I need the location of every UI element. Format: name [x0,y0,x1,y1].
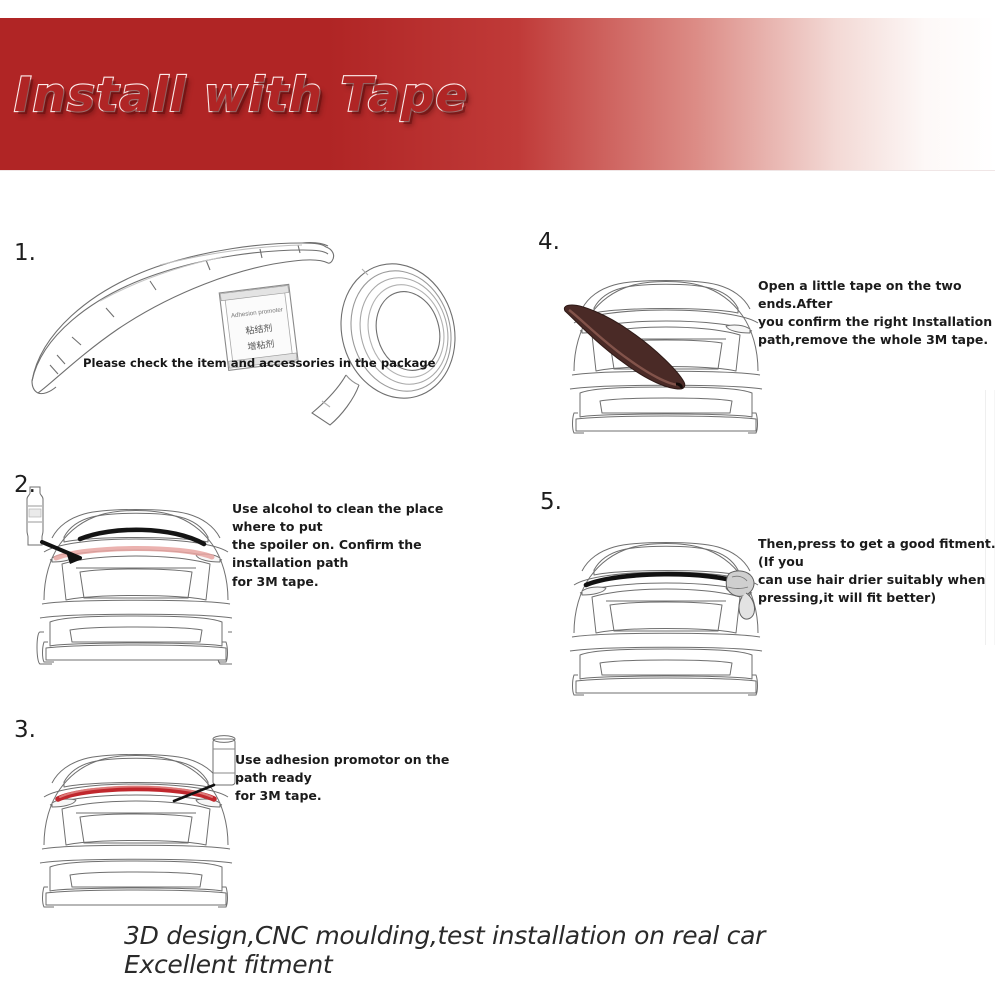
step-4: 4. Open a little tape on the two ends.Af… [530,225,995,435]
header-banner: Install with Tape [0,18,995,170]
banner-bottom-divider [0,170,995,171]
footer-line-1: 3D design,CNC moulding,test installation… [124,921,766,950]
hair-drier-hand [725,570,755,620]
alcohol-bottle [26,486,44,546]
step-1-caption: Please check the item and accessories in… [83,356,436,370]
step-2: 2. Use alcohol to clean the place where … [0,470,500,670]
adhesion-path-highlight [59,785,213,798]
step-4-illustration [563,280,763,434]
step-5-text: Then,press to get a good fitment.(If you… [758,536,995,606]
svg-text:粘结剂: 粘结剂 [245,322,273,337]
step-2-text: Use alcohol to clean the place where to … [232,501,444,589]
footer-tagline: 3D design,CNC moulding,test installation… [124,921,924,979]
step-5: 5. Then,press to get a good fitment.(If … [530,485,995,696]
adhesion-path-red [55,785,217,802]
step-5-illustration [569,542,763,696]
svg-text:增粘剂: 增粘剂 [247,338,275,353]
step-3-text: Use adhesion promotor on the path ready … [235,752,450,804]
step-1: 1. [0,225,500,440]
step-5-number: 5. [540,489,562,515]
step-1-number: 1. [14,240,36,266]
adhesion-promoter-packet: Adhesion promoter 粘结剂 增粘剂 [218,283,299,371]
step-2-illustration [26,486,232,665]
spoiler-tilted [563,304,686,390]
promoter-pointer-line [172,783,216,803]
right-edge-artifact [985,390,986,645]
step-4-number: 4. [538,229,560,255]
tape-roll [311,263,456,426]
alcohol-arrow [40,540,82,564]
footer-line-2: Excellent fitment [124,950,333,979]
step-4-text: Open a little tape on the two ends.After… [758,278,993,348]
step-1-illustration: Adhesion promoter 粘结剂 增粘剂 Please check t… [31,242,456,426]
adhesion-promoter-pen [212,735,236,786]
step-3-number: 3. [14,717,36,743]
step-3: 3. Use adhesion promotor on the path rea… [0,715,500,915]
page-title: Install with Tape [13,67,469,124]
step-3-illustration [39,735,236,908]
spoiler-outline-dark [77,527,207,547]
